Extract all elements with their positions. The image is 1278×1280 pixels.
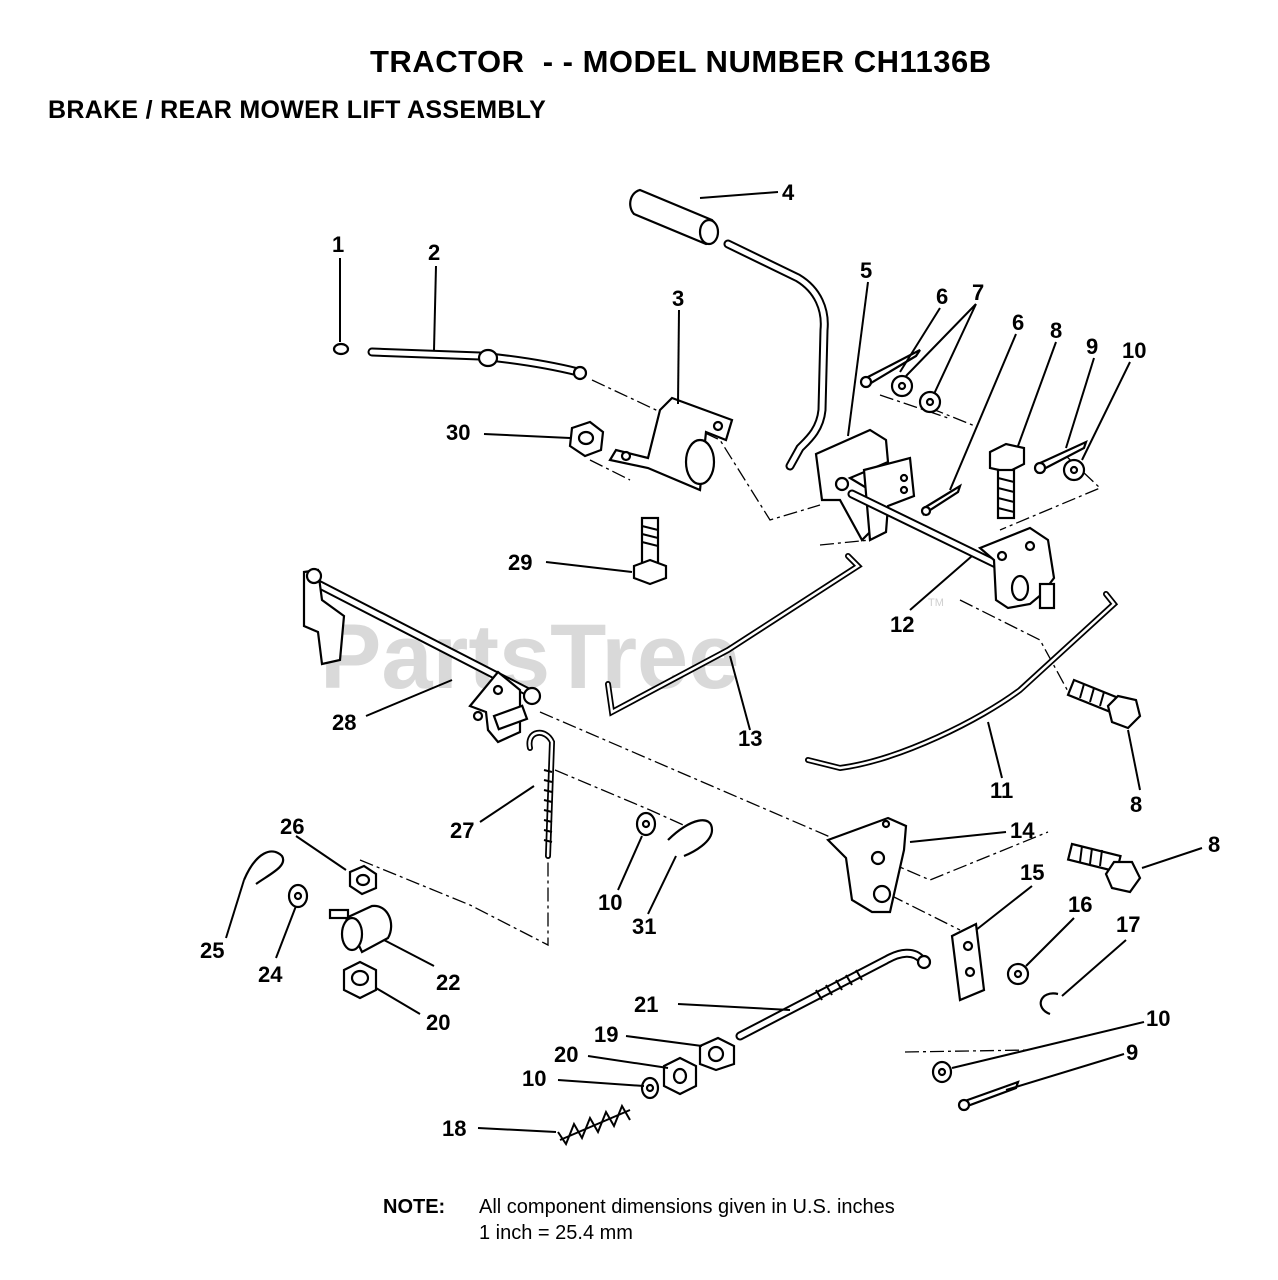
part-17-e-ring xyxy=(1039,992,1059,1016)
callout-19: 19 xyxy=(594,1022,618,1047)
part-14-bracket xyxy=(826,816,908,914)
callout-10a: 10 xyxy=(1122,338,1146,363)
part-8-bolt-middle xyxy=(1066,678,1142,730)
part-24-washer xyxy=(287,883,309,909)
part-20-nut-lower xyxy=(662,1056,698,1096)
callout-4: 4 xyxy=(782,180,795,205)
part-1-pin xyxy=(332,342,350,356)
callout-7: 7 xyxy=(972,280,984,305)
callout-2: 2 xyxy=(428,240,440,265)
part-31-hairpin-clip xyxy=(667,819,714,858)
assembly-subtitle: BRAKE / REAR MOWER LIFT ASSEMBLY xyxy=(48,96,547,124)
part-10-washer-upper xyxy=(1062,458,1086,482)
part-11-rod xyxy=(805,591,1119,772)
part-18-spring xyxy=(557,1103,631,1147)
callout-8a: 8 xyxy=(1050,318,1062,343)
callout-29: 29 xyxy=(508,550,532,575)
part-15-plate xyxy=(950,922,986,1002)
callout-10b: 10 xyxy=(598,890,622,915)
callout-17: 17 xyxy=(1116,912,1140,937)
part-8-bolt-upper xyxy=(988,442,1026,520)
callout-14: 14 xyxy=(1010,818,1035,843)
page-title: TRACTOR - - MODEL NUMBER CH1136B xyxy=(370,44,992,79)
part-8-bolt-lower xyxy=(1066,842,1142,894)
callout-22: 22 xyxy=(436,970,460,995)
callout-labels: 1 2 3 4 5 6 7 6 8 9 10 30 29 12 13 28 8 … xyxy=(200,180,1220,1141)
callout-10c: 10 xyxy=(1146,1006,1170,1031)
part-6-cotter-pin-upper xyxy=(859,349,921,389)
callout-8c: 8 xyxy=(1208,832,1220,857)
callout-6a: 6 xyxy=(936,284,948,309)
callout-24: 24 xyxy=(258,962,283,987)
leader-lines xyxy=(225,191,1203,1133)
part-21-threaded-rod xyxy=(735,948,932,1041)
callout-16: 16 xyxy=(1068,892,1092,917)
callout-21: 21 xyxy=(634,992,658,1017)
part-7-washers xyxy=(890,374,942,414)
callout-15: 15 xyxy=(1020,860,1044,885)
dimension-note: NOTE: All component dimensions given in U… xyxy=(383,1194,895,1246)
part-10-washer-lower xyxy=(931,1060,953,1084)
part-19-nut xyxy=(698,1036,736,1072)
note-line-1: All component dimensions given in U.S. i… xyxy=(479,1196,895,1218)
callout-31: 31 xyxy=(632,914,656,939)
part-4-grip xyxy=(629,188,720,246)
part-9-cotter-pin-upper xyxy=(1033,439,1088,475)
callout-27: 27 xyxy=(450,818,474,843)
part-22-ferrule xyxy=(328,904,393,954)
callout-28: 28 xyxy=(332,710,356,735)
note-label: NOTE: xyxy=(383,1196,446,1218)
part-10-washer-shaft xyxy=(640,1076,660,1100)
callout-20b: 20 xyxy=(426,1010,450,1035)
callout-10d: 10 xyxy=(522,1066,546,1091)
callout-6b: 6 xyxy=(1012,310,1024,335)
part-3-bracket xyxy=(608,396,734,492)
note-line-2: 1 inch = 25.4 mm xyxy=(479,1222,633,1244)
part-27-hook-rod xyxy=(526,730,556,859)
callout-9a: 9 xyxy=(1086,334,1098,359)
part-10-washer-middle xyxy=(635,811,657,837)
part-20-nut-left xyxy=(342,960,378,1000)
callout-13: 13 xyxy=(738,726,762,751)
callout-5: 5 xyxy=(860,258,872,283)
callout-20a: 20 xyxy=(554,1042,578,1067)
callout-9b: 9 xyxy=(1126,1040,1138,1065)
part-26-nut xyxy=(348,864,378,896)
callout-18: 18 xyxy=(442,1116,466,1141)
callout-1: 1 xyxy=(332,232,344,257)
part-13-rod xyxy=(605,553,863,717)
callout-11: 11 xyxy=(990,778,1013,803)
part-25-hairpin-clip xyxy=(242,850,285,885)
watermark-tm: TM xyxy=(928,597,944,609)
callout-8b: 8 xyxy=(1130,792,1142,817)
callout-3: 3 xyxy=(672,286,684,311)
alignment-lines xyxy=(359,379,1102,1053)
part-16-washer xyxy=(1006,962,1030,986)
part-30-nut xyxy=(568,420,605,458)
part-5-lever xyxy=(723,239,916,542)
part-2-cable xyxy=(367,347,588,381)
callout-12: 12 xyxy=(890,612,914,637)
callout-25: 25 xyxy=(200,938,224,963)
part-28-shaft xyxy=(302,567,542,744)
part-12-shaft xyxy=(847,489,1056,610)
part-9-cotter-pin-lower xyxy=(957,1080,1020,1112)
part-29-bolt xyxy=(632,516,668,586)
callout-30: 30 xyxy=(446,420,470,445)
part-6-cotter-pin-lower xyxy=(920,483,962,517)
callout-26: 26 xyxy=(280,814,304,839)
